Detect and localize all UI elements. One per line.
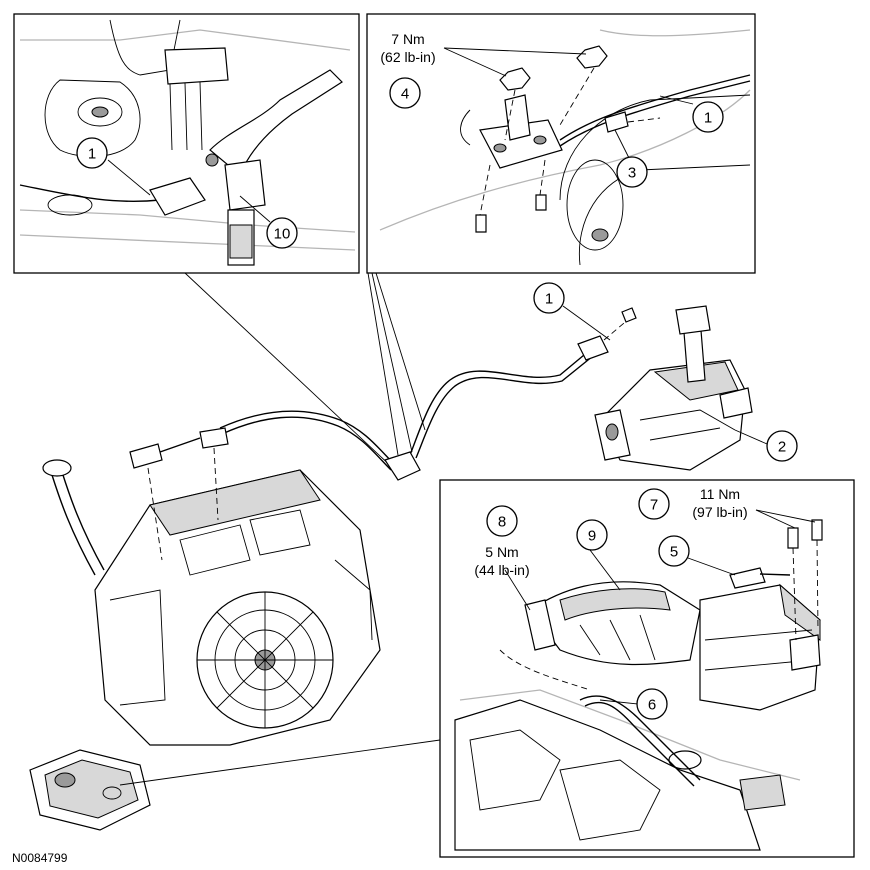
inset-b-leader-1 [367,272,399,456]
transmission-cover [29,739,441,831]
callout-hose: 6 [636,688,668,720]
torque-seven-nm: 11 Nm [700,486,740,502]
torque-eight-nm: 5 Nm [485,544,518,560]
callout-inset-a-cable-label: 1 [88,146,96,163]
callout-duct-label: 9 [588,528,596,545]
callout-main-cable-label: 1 [545,291,553,308]
callout-inset-b-nut: 4 [389,77,421,109]
inset-a-leader [184,272,396,471]
torque-top-lbin: (62 lb-in) [380,49,435,65]
callout-sensor: 5 [658,535,690,567]
callout-inset-b-cable-label: 1 [704,110,712,127]
callout-shifter: 2 [766,430,798,462]
inset-c-air-intake-detail [439,479,855,858]
torque-top-nm: 7 Nm [391,31,424,47]
callout-inset-b-clip-label: 3 [628,165,636,182]
callout-shifter-label: 2 [778,439,786,456]
callout-inset-a-cable: 1 [76,137,108,169]
torque-eight-lbin: (44 lb-in) [474,562,529,578]
callout-main-cable: 1 [533,282,565,314]
callout-duct: 9 [576,519,608,551]
inset-b-leader-2 [371,272,413,453]
callout-hose-label: 6 [648,697,656,714]
inset-a-bushing-detail [13,13,360,274]
figure-id: N0084799 [12,851,68,865]
callout-inset-a-bushing: 10 [266,217,298,249]
torque-seven-lbin: (97 lb-in) [692,504,747,520]
callout-inset-b-nut-label: 4 [401,86,409,103]
callout-bolt-eight-label: 8 [498,514,506,531]
callout-bolt-seven-label: 7 [650,497,658,514]
callout-sensor-label: 5 [670,544,678,561]
gear-shifter-assembly [594,305,753,471]
transmission-assembly [42,427,381,746]
callout-bolt-seven: 7 [638,488,670,520]
inset-b-leader-3 [375,272,426,431]
callout-inset-a-bushing-label: 10 [274,226,291,243]
shift-cable [219,307,637,481]
callout-inset-b-cable: 1 [692,101,724,133]
callout-inset-b-clip: 3 [616,156,648,188]
callout-bolt-eight: 8 [486,505,518,537]
